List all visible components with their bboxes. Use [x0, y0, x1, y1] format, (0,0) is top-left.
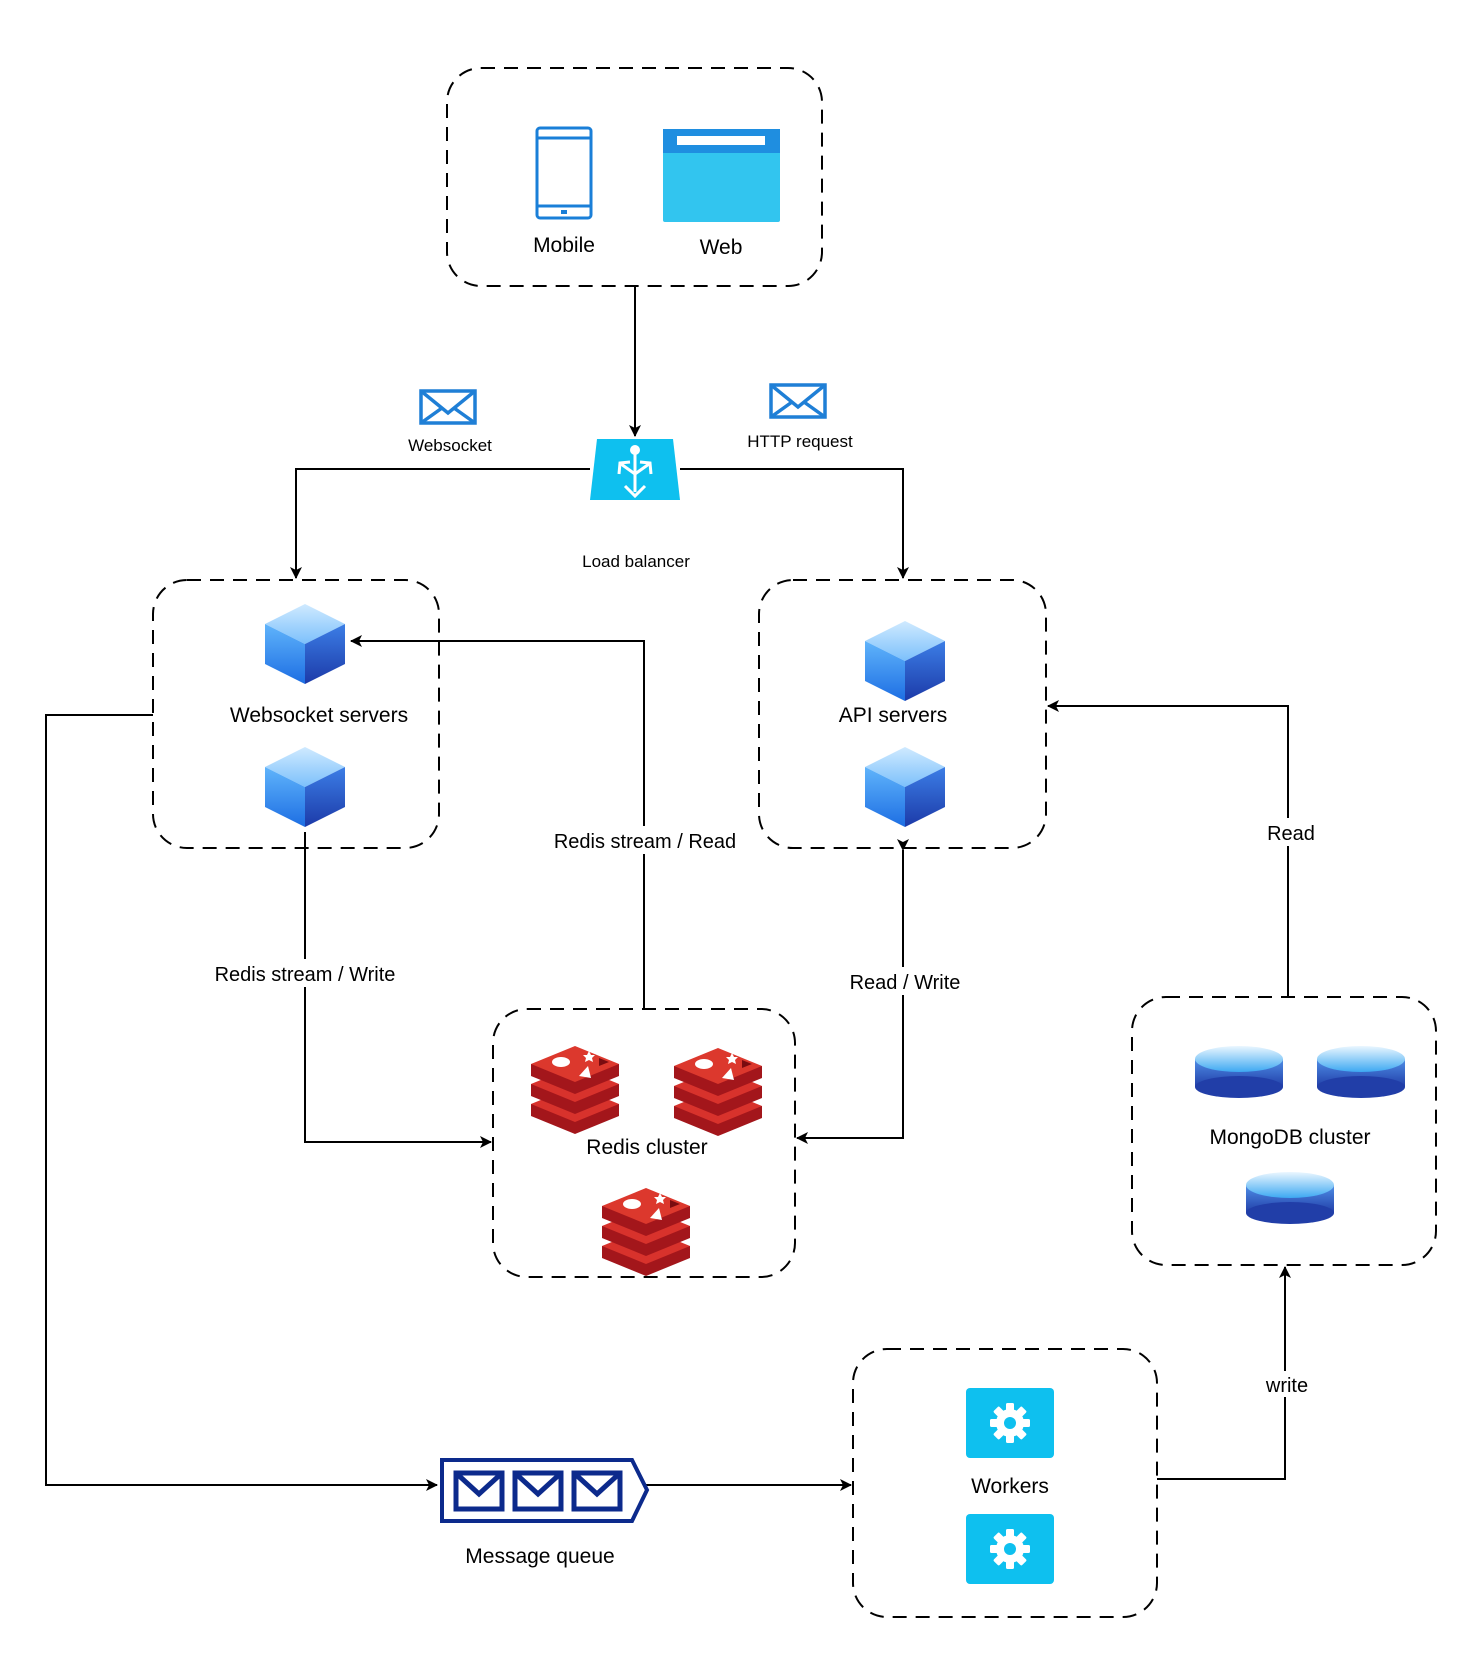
edge-websocket-to-queue	[45, 714, 438, 1491]
load-balancer-icon	[590, 439, 680, 500]
message-queue-icon	[440, 1458, 650, 1523]
api-server-cube-icon-2	[865, 747, 945, 827]
websocket-servers-label: Websocket servers	[230, 704, 408, 727]
database-disk-icon-2	[1317, 1046, 1405, 1098]
api-servers-group	[758, 579, 1047, 849]
database-disk-icon-1	[1195, 1046, 1283, 1098]
http-envelope-icon	[769, 383, 827, 419]
mongodb-cluster-label: MongoDB cluster	[1209, 1126, 1370, 1149]
worker-gear-icon-1	[966, 1388, 1054, 1458]
edge-workers-to-mongo	[1157, 1266, 1291, 1480]
websocket-servers-group	[152, 579, 440, 849]
web-label: Web	[700, 236, 743, 259]
api-server-cube-icon-1	[865, 621, 945, 701]
redis-stream-write-label: Redis stream / Write	[215, 964, 396, 986]
api-servers-label: API servers	[839, 704, 948, 727]
workers-group	[852, 1348, 1158, 1618]
websocket-server-cube-icon-2	[265, 747, 345, 827]
browser-window-icon	[663, 129, 780, 222]
database-disk-icon-3	[1246, 1172, 1334, 1224]
http-request-label: HTTP request	[747, 432, 853, 451]
mobile-label: Mobile	[533, 234, 595, 257]
message-queue-label: Message queue	[465, 1545, 614, 1568]
redis-stream-read-label: Redis stream / Read	[554, 831, 736, 853]
edge-redis-to-websocket-servers	[350, 635, 645, 1009]
mongodb-cluster-group	[1131, 996, 1437, 1266]
websocket-label: Websocket	[408, 436, 492, 455]
mobile-phone-icon	[535, 126, 593, 220]
edge-websocket-to-redis	[304, 832, 492, 1148]
websocket-server-cube-icon-1	[265, 604, 345, 684]
edge-lb-to-websocket-servers	[290, 468, 590, 579]
websocket-envelope-icon	[419, 389, 477, 425]
worker-gear-icon-2	[966, 1514, 1054, 1584]
edge-lb-to-api-servers	[680, 468, 909, 579]
read-write-label: Read / Write	[850, 972, 961, 994]
redis-cluster-label: Redis cluster	[586, 1136, 707, 1159]
redis-logo-icon-1	[531, 1046, 619, 1134]
workers-label: Workers	[971, 1475, 1049, 1498]
read-label: Read	[1267, 823, 1315, 845]
write-label: write	[1265, 1375, 1308, 1397]
load-balancer-label: Load balancer	[582, 552, 690, 571]
redis-logo-icon-2	[674, 1048, 762, 1136]
redis-logo-icon-3	[602, 1188, 690, 1276]
edge-api-redis-read-write	[796, 839, 909, 1144]
edge-mongo-to-api-servers	[1047, 700, 1289, 997]
